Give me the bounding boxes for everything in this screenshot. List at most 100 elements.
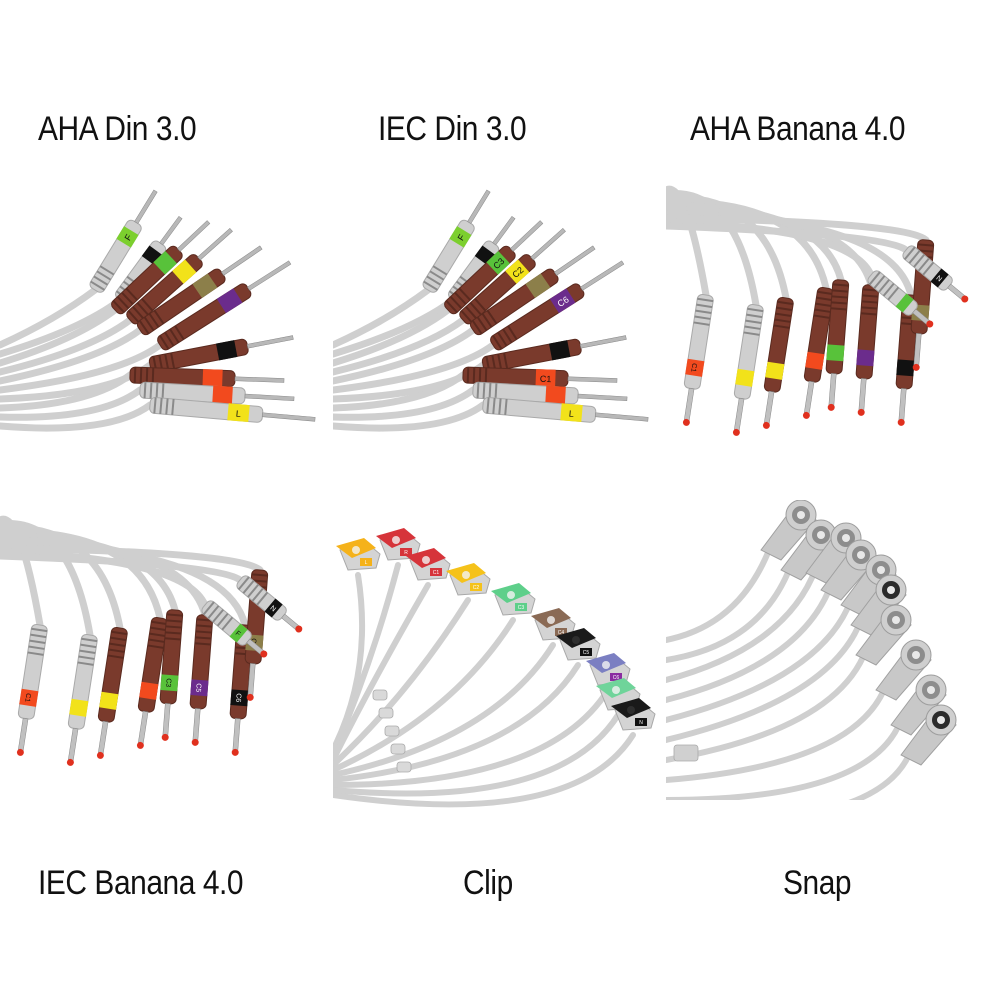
connector: C3 bbox=[444, 220, 544, 315]
color-band bbox=[486, 251, 510, 275]
grip-rib bbox=[478, 367, 482, 384]
cable bbox=[333, 617, 516, 773]
pin bbox=[262, 412, 316, 422]
color-band bbox=[856, 349, 875, 367]
image-iec-banana: C1C3C5C6C4FN bbox=[0, 500, 333, 800]
grip-rib bbox=[773, 324, 790, 329]
pin bbox=[530, 227, 566, 261]
lead bbox=[666, 519, 837, 663]
cable bbox=[0, 306, 119, 367]
lead: L bbox=[333, 396, 649, 432]
cable bbox=[333, 296, 457, 358]
grip-rib bbox=[147, 644, 164, 649]
pin bbox=[246, 335, 294, 349]
grip-rib bbox=[96, 270, 112, 281]
grip-rib bbox=[166, 613, 183, 617]
grip-rib bbox=[472, 367, 476, 384]
clip-pivot bbox=[507, 591, 515, 599]
tag-text: L bbox=[365, 560, 368, 566]
band-label: F bbox=[123, 232, 135, 242]
grip-rib bbox=[831, 301, 848, 305]
grip-rib bbox=[454, 291, 467, 305]
tag-text: C3 bbox=[518, 605, 525, 611]
cable bbox=[0, 386, 144, 421]
cable bbox=[0, 286, 99, 349]
grip-rib bbox=[196, 618, 213, 622]
cable bbox=[666, 582, 834, 703]
grip-rib bbox=[221, 616, 234, 631]
banana-pin bbox=[683, 387, 695, 422]
color-band bbox=[69, 698, 89, 717]
connector bbox=[762, 296, 794, 429]
label-iec-banana: IEC Banana 4.0 bbox=[38, 864, 244, 902]
color-band bbox=[215, 340, 238, 361]
clip-pivot bbox=[627, 706, 635, 714]
grip-rib bbox=[138, 320, 150, 335]
grip-rib bbox=[815, 302, 832, 308]
connector bbox=[136, 245, 263, 336]
grip-rib bbox=[216, 612, 229, 627]
grip-rib bbox=[917, 249, 934, 253]
grip-rib bbox=[133, 367, 137, 384]
color-band bbox=[896, 359, 915, 377]
grip-rib bbox=[502, 328, 513, 344]
cable bbox=[333, 401, 487, 432]
grip-rib bbox=[492, 397, 496, 415]
snap-stud bbox=[927, 686, 935, 694]
cable bbox=[333, 326, 477, 385]
grip-rib bbox=[256, 591, 269, 606]
color-band bbox=[202, 369, 223, 387]
connector bbox=[469, 245, 596, 336]
band-label: C5 bbox=[194, 683, 202, 693]
grip-rib bbox=[503, 352, 509, 369]
connector: L bbox=[149, 396, 316, 423]
grip-rib bbox=[28, 645, 45, 650]
label-tag bbox=[635, 718, 647, 726]
grip-rib bbox=[251, 573, 268, 577]
grip-rib bbox=[153, 397, 157, 414]
grip-rib bbox=[166, 619, 183, 623]
clip-pivot bbox=[572, 636, 580, 644]
lead: N bbox=[333, 698, 656, 808]
cable bbox=[666, 565, 819, 683]
grip-rib bbox=[693, 321, 710, 326]
grip-rib bbox=[816, 296, 833, 302]
connector: F bbox=[201, 600, 268, 658]
grip-rib bbox=[136, 302, 149, 316]
lead bbox=[0, 245, 263, 385]
grip-rib bbox=[30, 633, 47, 639]
grip-rib bbox=[743, 331, 760, 336]
grip-rib bbox=[747, 307, 764, 313]
grip-rib bbox=[777, 300, 794, 306]
pin-tip bbox=[231, 748, 239, 756]
cable bbox=[666, 717, 904, 800]
snap-stud bbox=[937, 716, 945, 724]
color-band bbox=[116, 226, 139, 248]
cable bbox=[333, 371, 467, 412]
grip-rib bbox=[426, 275, 442, 286]
clip-pivot bbox=[602, 661, 610, 669]
lead bbox=[666, 194, 794, 429]
band-label: C1 bbox=[689, 363, 697, 373]
lead bbox=[666, 604, 912, 763]
connector bbox=[802, 286, 834, 419]
color-band bbox=[765, 361, 785, 380]
pin bbox=[492, 215, 516, 246]
grip-rib bbox=[887, 286, 900, 301]
grip-rib bbox=[445, 300, 458, 314]
grip-rib bbox=[251, 579, 268, 583]
grip-rib bbox=[159, 335, 170, 350]
grip-rib bbox=[460, 310, 473, 324]
grip-rib bbox=[492, 335, 503, 350]
pin-tip bbox=[260, 650, 268, 658]
grip-rib bbox=[80, 643, 97, 649]
connector bbox=[157, 260, 292, 351]
lead bbox=[0, 227, 233, 376]
pin-tip bbox=[295, 625, 303, 633]
label-tag bbox=[400, 548, 412, 556]
pin-tip bbox=[897, 418, 905, 426]
grip-rib bbox=[116, 295, 130, 309]
grip-rib bbox=[79, 649, 96, 655]
